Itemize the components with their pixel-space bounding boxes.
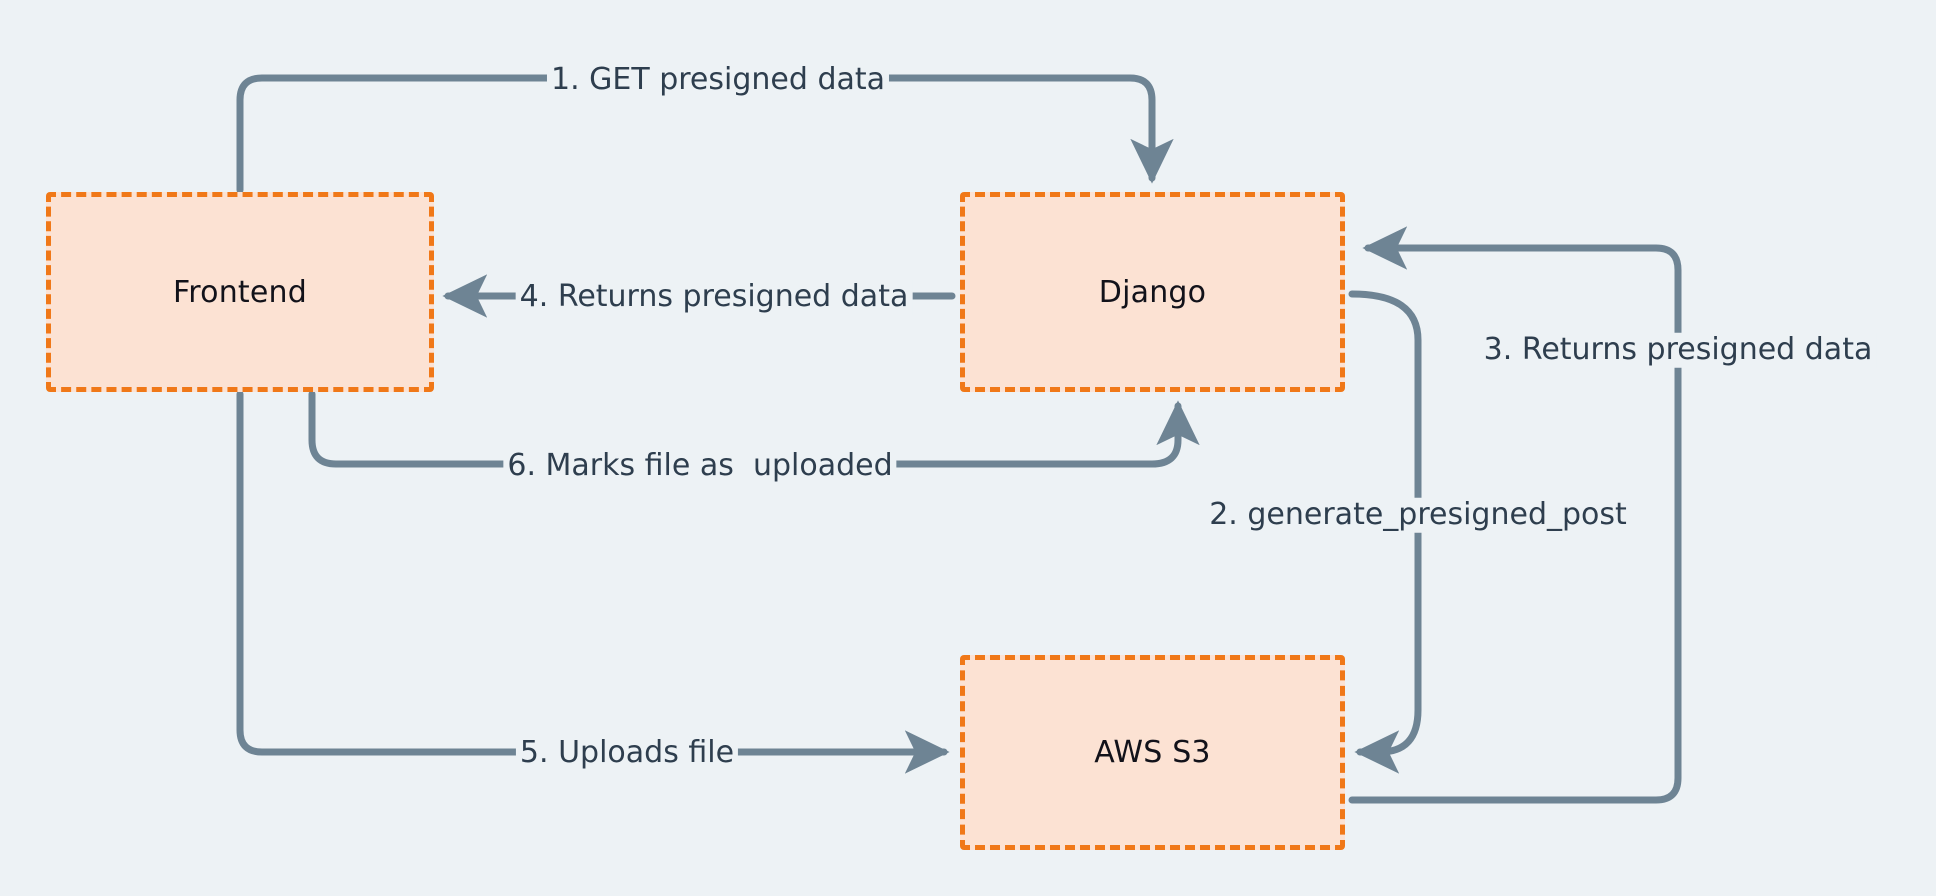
node-frontend-label: Frontend <box>173 274 307 310</box>
edge-3-path <box>1348 226 1682 804</box>
node-aws-s3[interactable]: AWS S3 <box>960 655 1345 850</box>
edge-3-label: 3. Returns presigned data <box>1479 332 1877 368</box>
edge-5-path <box>236 390 950 774</box>
edge-1-label: 1. GET presigned data <box>546 62 890 98</box>
edge-6-label: 6. Marks file as uploaded <box>503 448 897 484</box>
node-aws-s3-label: AWS S3 <box>1094 735 1211 770</box>
edge-2-label: 2. generate_presigned_post <box>1205 497 1631 533</box>
node-django[interactable]: Django <box>960 192 1345 392</box>
node-frontend[interactable]: Frontend <box>46 192 434 392</box>
node-django-label: Django <box>1098 274 1207 310</box>
edge-4-label: 4. Returns presigned data <box>515 279 913 315</box>
edge-2-path <box>1348 290 1422 774</box>
edge-5-label: 5. Uploads file <box>515 735 739 771</box>
